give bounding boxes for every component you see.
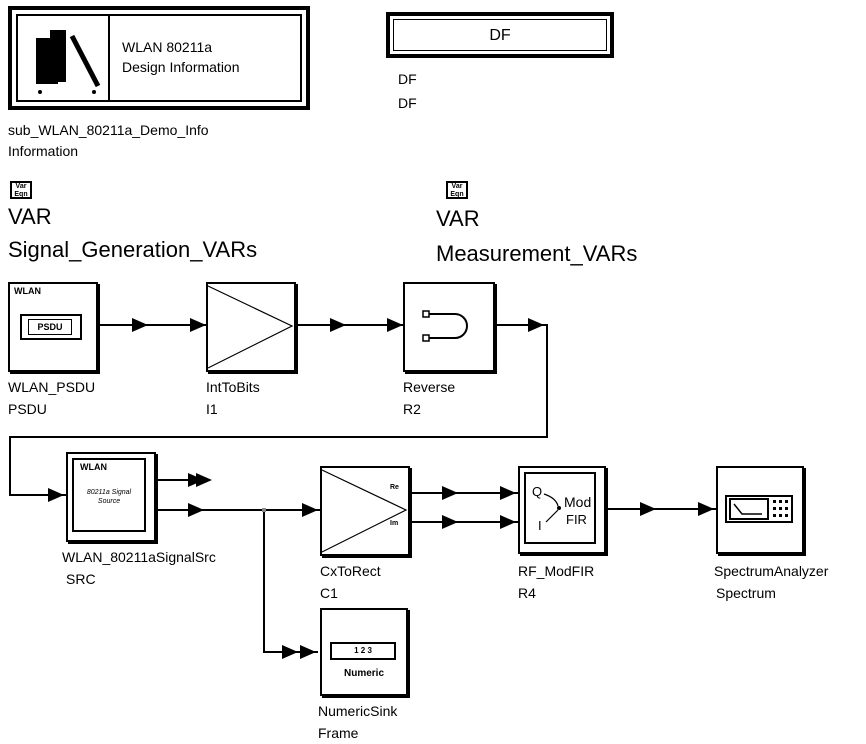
modfir-arrows-icon xyxy=(543,493,561,523)
df-instance: DF xyxy=(398,95,417,111)
component-type: SpectrumAnalyzer xyxy=(714,563,829,579)
var-icon-text: Var Eqn xyxy=(14,183,28,198)
df-type: DF xyxy=(398,71,417,87)
df-block-label: DF xyxy=(489,27,511,44)
info-block-instance: Information xyxy=(8,143,79,159)
arrowhead xyxy=(330,318,346,332)
triangle-icon xyxy=(321,469,408,553)
component-instance: I1 xyxy=(206,401,218,417)
inttobits-block[interactable] xyxy=(206,282,296,372)
component-instance: R4 xyxy=(518,585,536,601)
info-block-name: sub_WLAN_80211a_Demo_Info xyxy=(8,122,209,138)
arrowhead xyxy=(190,318,206,332)
rf-modfir-block[interactable]: Q I Mod FIR xyxy=(518,466,606,554)
modfir-mod-label: Mod xyxy=(564,494,592,510)
arrowhead xyxy=(188,503,204,517)
modfir-icon: Q I Mod FIR xyxy=(524,472,596,544)
psdu-icon-text: PSDU xyxy=(28,319,72,335)
df-block[interactable]: DF xyxy=(386,12,614,58)
info-icon-area xyxy=(18,16,110,100)
arrowhead xyxy=(302,503,318,517)
component-instance: SRC xyxy=(66,571,96,587)
component-instance: Spectrum xyxy=(716,585,776,601)
var-eqn-icon[interactable]: Var Eqn xyxy=(10,181,32,199)
spectrum-analyzer-icon xyxy=(725,495,793,523)
signal-src-icon-text: 80211a Signal Source xyxy=(86,489,132,505)
arrowhead xyxy=(500,515,516,529)
junction-dot xyxy=(262,508,266,512)
info-block[interactable]: WLAN 80211a Design Information xyxy=(8,6,310,110)
var-icon-text: Var Eqn xyxy=(450,183,464,198)
component-type: CxToRect xyxy=(320,563,381,579)
df-block-inner: DF xyxy=(393,19,607,51)
component-type: WLAN_80211aSignalSrc xyxy=(62,549,216,565)
spectrum-analyzer-block[interactable] xyxy=(716,466,804,554)
triangle-icon xyxy=(207,285,294,369)
component-type: Reverse xyxy=(403,379,456,395)
port-re-label: Re xyxy=(390,484,399,491)
var-name: Measurement_VARs xyxy=(436,241,638,266)
arrowhead xyxy=(132,318,148,332)
component-type: RF_ModFIR xyxy=(518,563,595,579)
component-type: IntToBits xyxy=(206,379,260,395)
reverse-block[interactable] xyxy=(403,282,495,372)
wlan-signal-src-block[interactable]: WLAN 80211a Signal Source xyxy=(66,452,156,542)
wlan-psdu-block[interactable]: WLAN PSDU xyxy=(8,282,98,372)
psdu-icon: PSDU xyxy=(20,314,82,340)
arrowhead xyxy=(48,488,64,502)
numeric-display-icon: 1 2 3 xyxy=(330,642,396,660)
book-icon xyxy=(36,30,101,94)
port-im-label: Im xyxy=(390,520,399,527)
arrowhead xyxy=(300,645,316,659)
var-type: VAR xyxy=(436,206,480,231)
component-instance: R2 xyxy=(403,401,421,417)
wlan-icon-label: WLAN xyxy=(80,462,107,472)
arrowhead xyxy=(528,318,544,332)
arrowhead xyxy=(442,515,458,529)
component-type: NumericSink xyxy=(318,703,398,719)
info-title-line2: Design Information xyxy=(122,59,240,75)
arrowhead xyxy=(500,486,516,500)
cxtorect-block[interactable]: Re Im xyxy=(320,466,410,556)
wire-branch-numericsink xyxy=(263,510,318,653)
arrowhead xyxy=(640,502,656,516)
arrowhead xyxy=(387,318,403,332)
numeric-sink-block[interactable]: 1 2 3 Numeric xyxy=(320,608,408,696)
info-title-line1: WLAN 80211a xyxy=(122,39,213,55)
modfir-i-label: I xyxy=(538,518,542,533)
var-eqn-icon[interactable]: Var Eqn xyxy=(446,181,468,199)
arrowhead xyxy=(698,502,714,516)
component-instance: PSDU xyxy=(8,401,47,417)
info-block-inner: WLAN 80211a Design Information xyxy=(16,14,302,102)
arrowhead xyxy=(196,473,212,487)
modfir-fir-label: FIR xyxy=(566,512,587,527)
arrowhead xyxy=(442,486,458,500)
numeric-icon-label: Numeric xyxy=(343,668,384,679)
reverse-icon xyxy=(422,310,468,342)
var-name: Signal_Generation_VARs xyxy=(8,237,258,262)
component-instance: Frame xyxy=(318,725,359,741)
signal-src-icon: WLAN 80211a Signal Source xyxy=(72,458,146,532)
arrowhead xyxy=(282,645,298,659)
wlan-icon-label: WLAN xyxy=(14,286,41,296)
component-type: WLAN_PSDU xyxy=(8,379,96,395)
component-instance: C1 xyxy=(320,585,338,601)
var-type: VAR xyxy=(8,204,52,229)
modfir-q-label: Q xyxy=(532,484,543,499)
